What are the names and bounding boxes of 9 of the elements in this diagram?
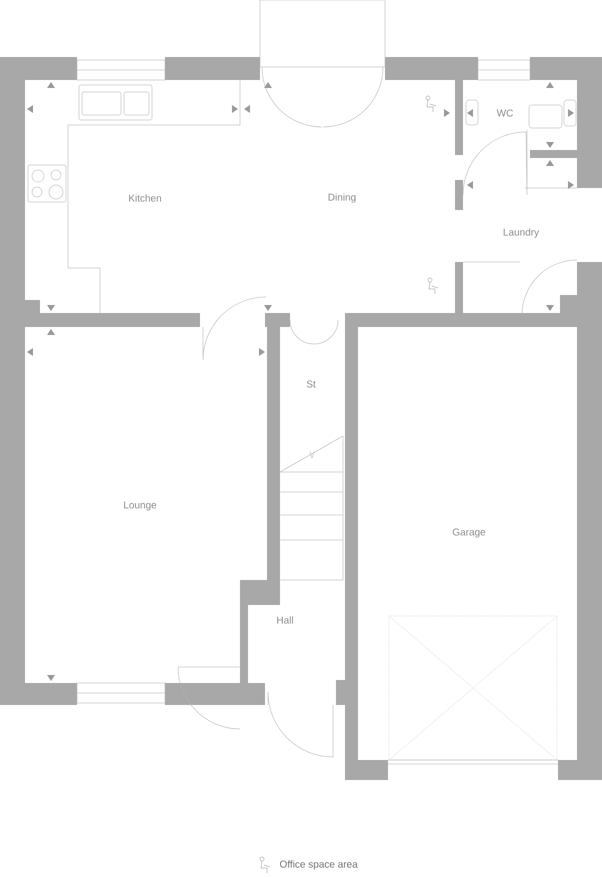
- legend-text: Office space area: [280, 860, 358, 870]
- room-label: St: [306, 380, 316, 388]
- room-label: Laundry: [504, 228, 540, 238]
- room-label: Lounge: [124, 502, 156, 510]
- room-label: Kitchen: [129, 194, 162, 202]
- room-label: Dining: [328, 193, 356, 203]
- room-label: Garage: [452, 528, 486, 538]
- room-label: WC: [496, 109, 513, 117]
- room-label: Hall: [277, 616, 293, 624]
